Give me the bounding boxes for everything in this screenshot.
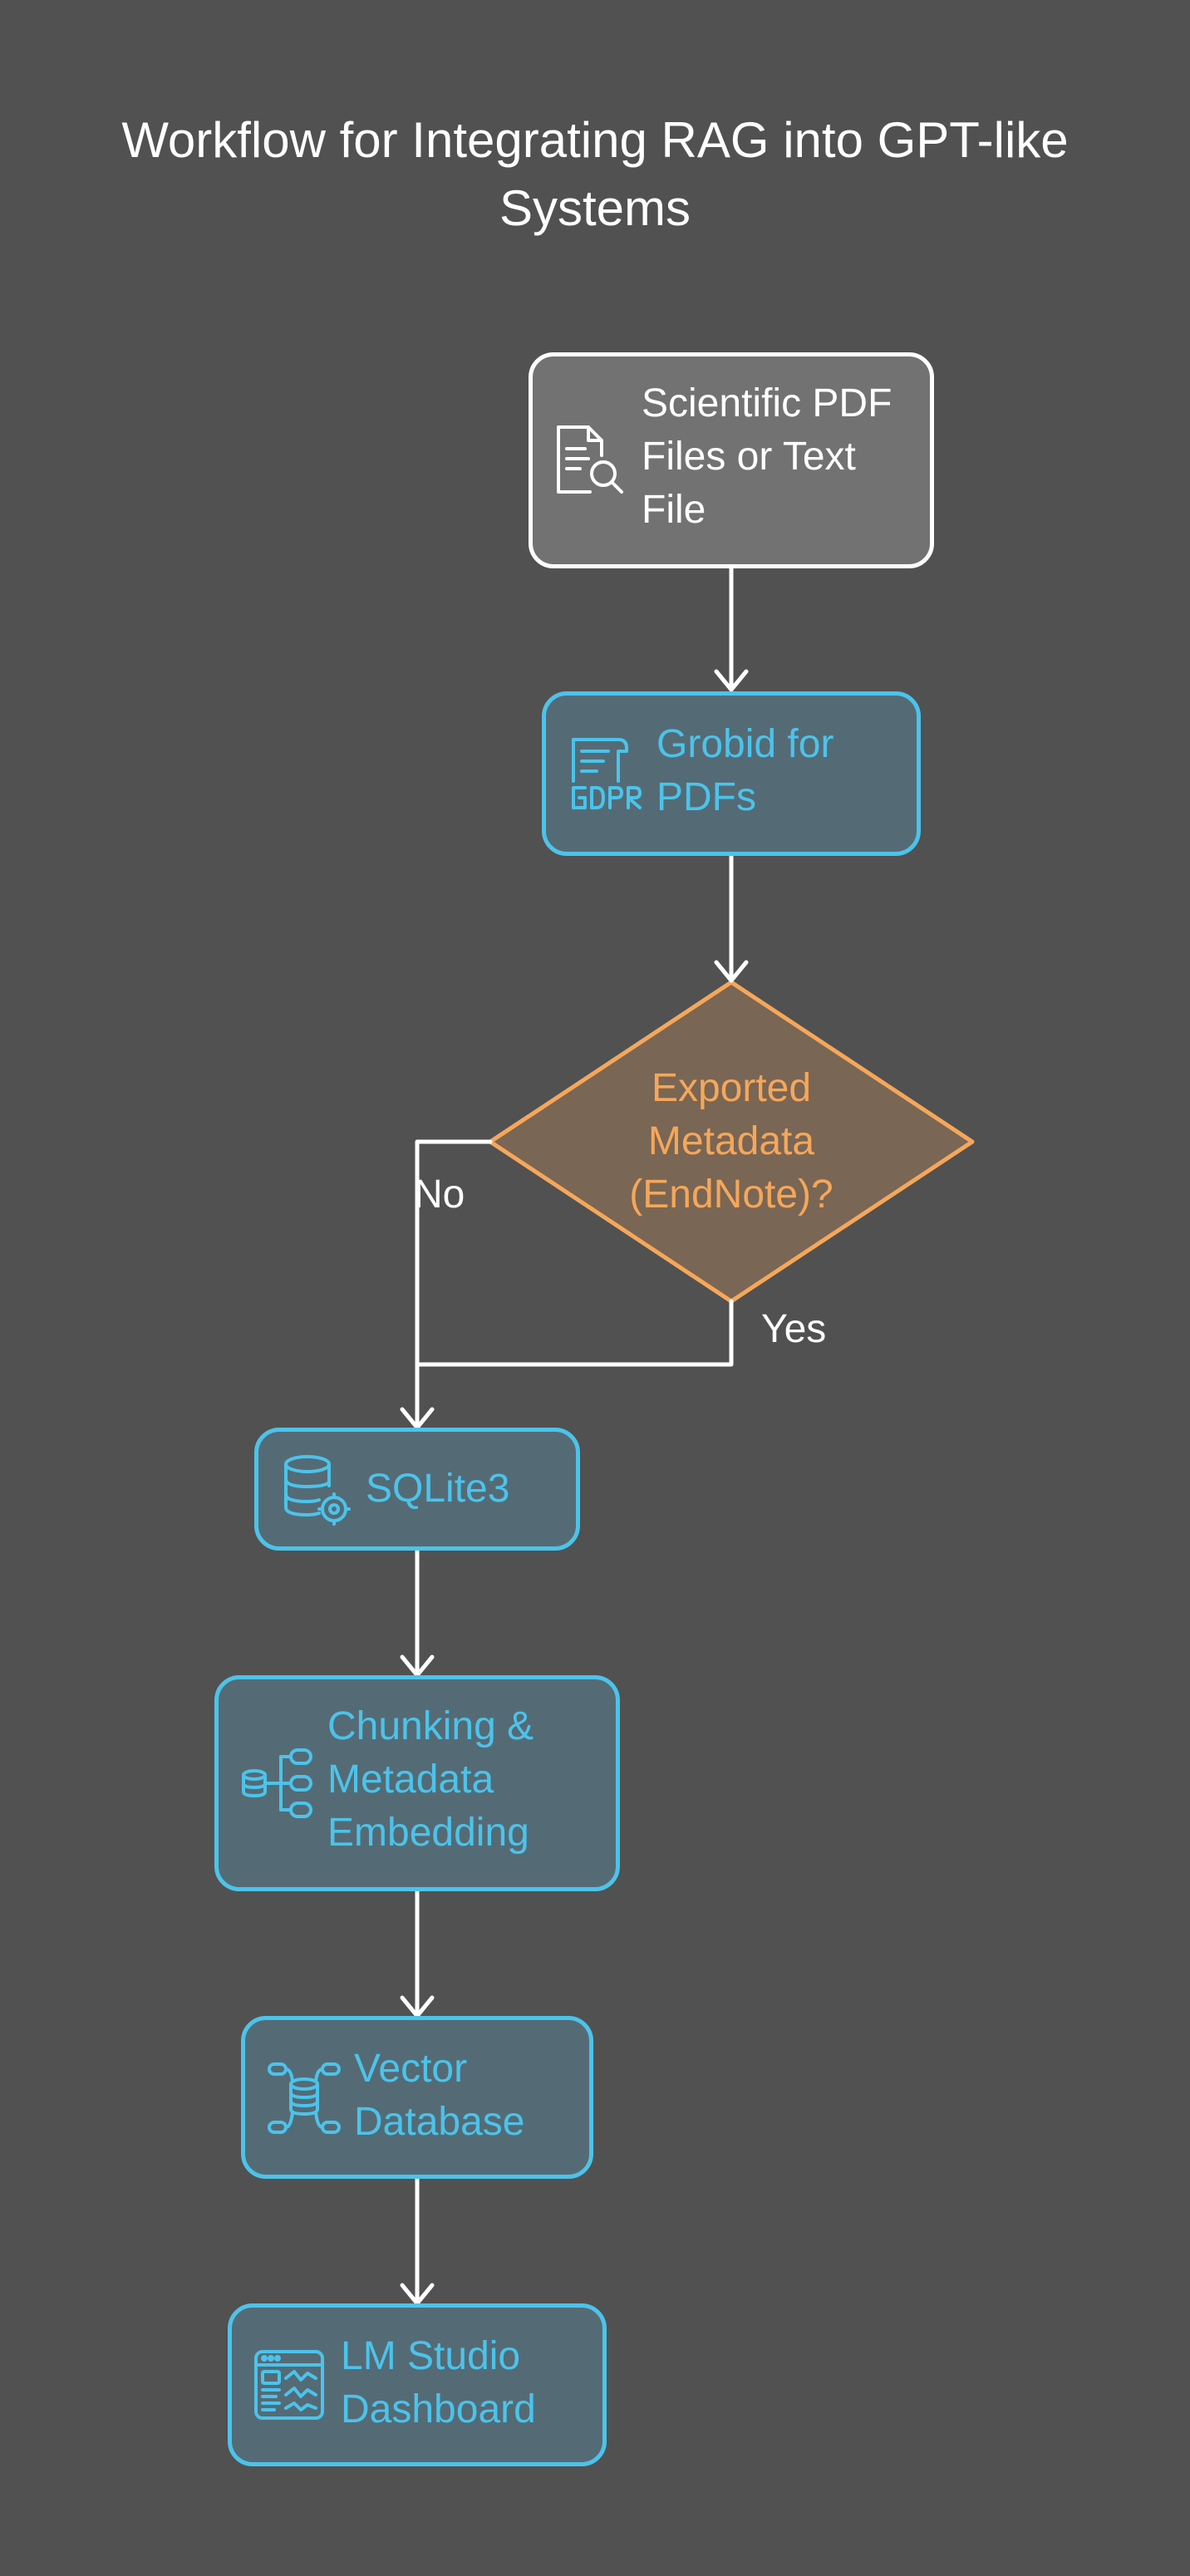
node-grobid-label: Grobid for PDFs — [656, 722, 834, 819]
node-source-label: Scientific PDF Files or Text File — [642, 381, 893, 532]
database-tree-icon — [242, 1748, 312, 1818]
node-vector-label: Vector Database — [354, 2047, 525, 2144]
document-search-icon — [557, 425, 623, 494]
node-vector-database — [241, 2016, 593, 2179]
edge-label-no: No — [414, 1172, 465, 1217]
diagram-title: Workflow for Integrating RAG into GPT-li… — [121, 112, 1069, 236]
connector-no-branch — [415, 1139, 493, 1427]
arrowhead-grobid — [714, 669, 749, 692]
connector-yes-branch — [415, 1299, 734, 1367]
decision-label: Exported Metadata (EndNote)? — [629, 1066, 833, 1217]
node-lm-studio — [228, 2303, 607, 2466]
node-source-files — [529, 352, 934, 568]
node-sqlite-label: SQLite3 — [366, 1467, 510, 1511]
gdpr-document-icon — [572, 738, 642, 809]
node-sqlite — [254, 1428, 580, 1551]
node-lmstudio-label: LM Studio Dashboard — [341, 2334, 536, 2431]
arrowhead-decision — [714, 960, 749, 983]
node-grobid — [542, 691, 921, 856]
database-settings-icon — [284, 1455, 351, 1526]
node-chunking-label: Chunking & Metadata Embedding — [327, 1704, 534, 1855]
database-network-icon — [268, 2062, 341, 2134]
edge-label-yes: Yes — [761, 1307, 827, 1351]
dashboard-window-icon — [254, 2350, 324, 2420]
